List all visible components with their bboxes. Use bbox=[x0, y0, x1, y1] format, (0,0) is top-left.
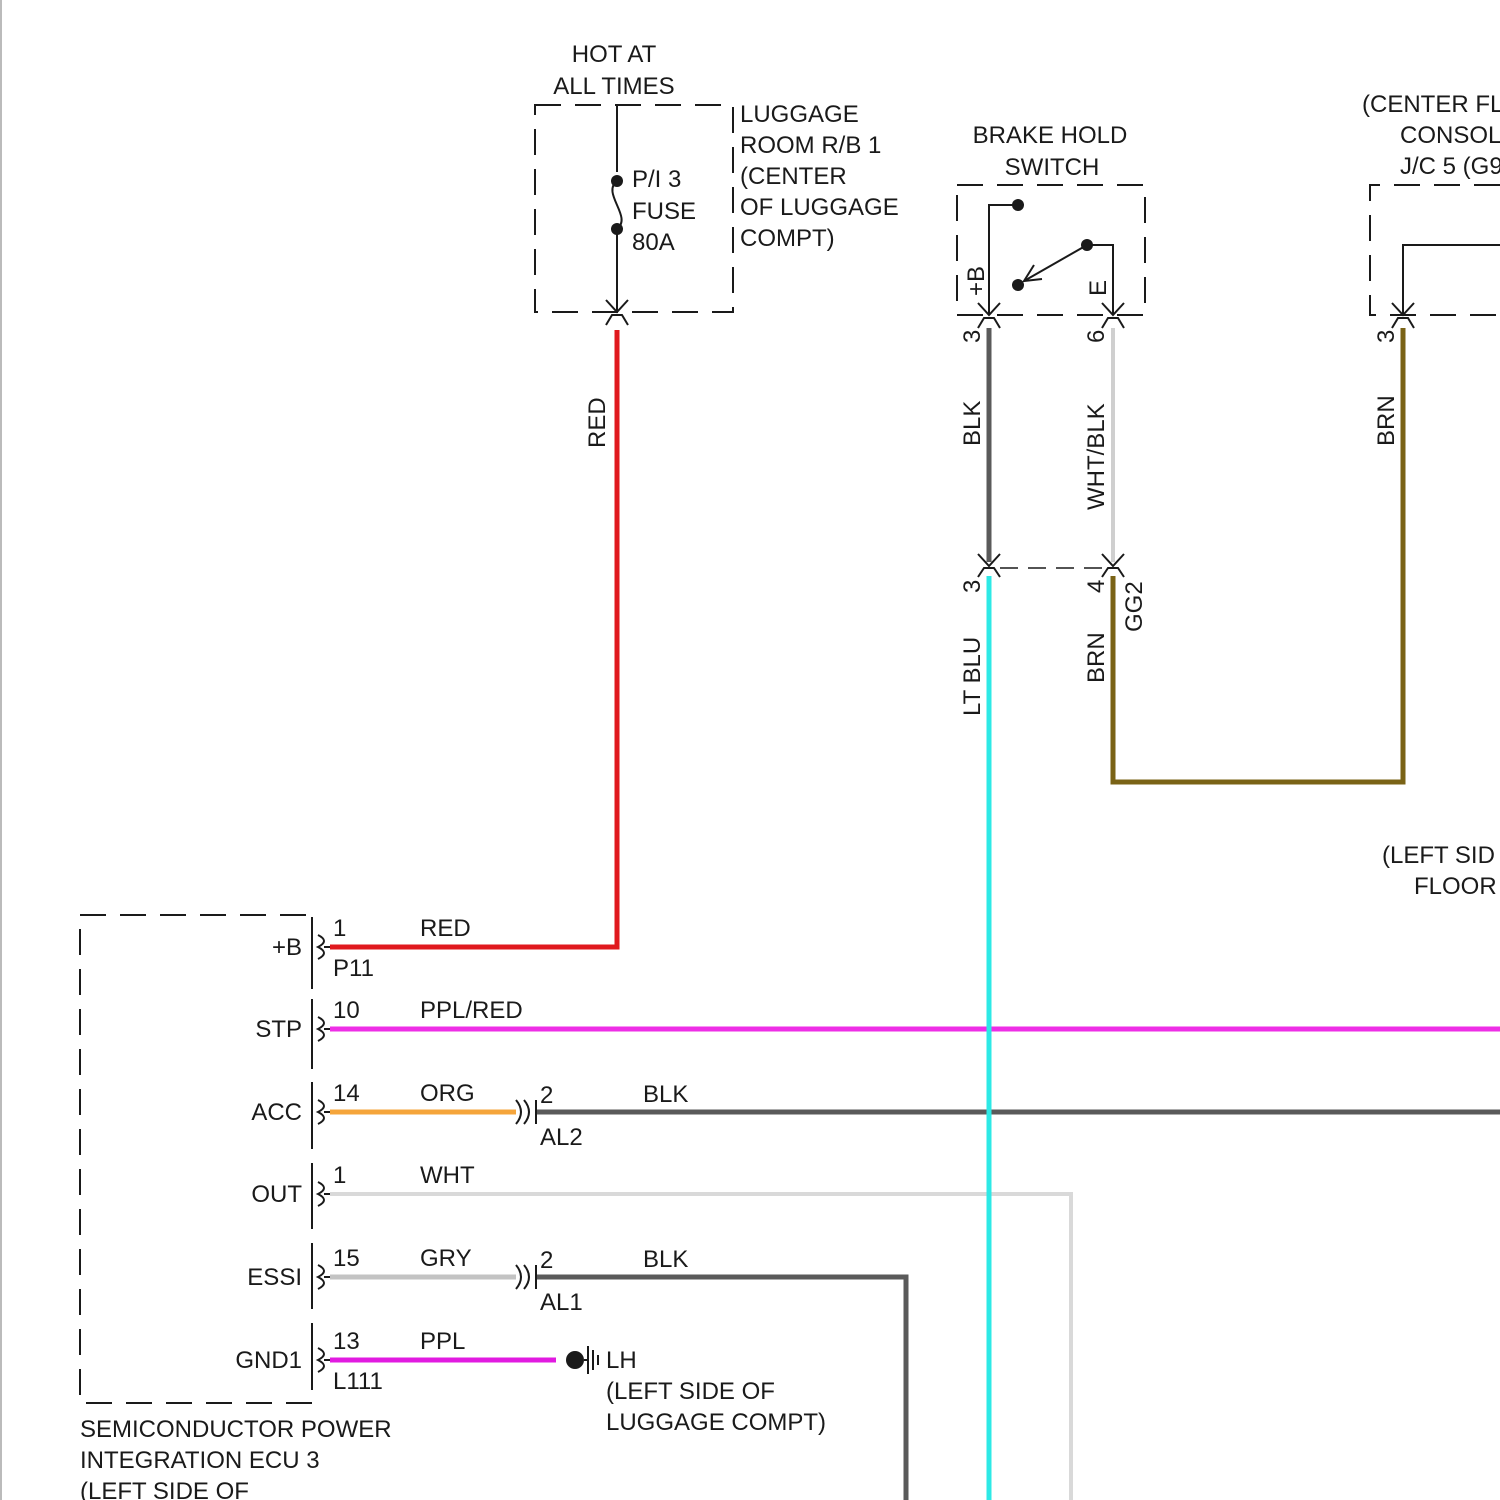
ecu-pin-terminal bbox=[318, 1348, 330, 1372]
ecu-wire-color-label: GRY bbox=[420, 1245, 472, 1272]
jc5-wire-color: BRN bbox=[1373, 395, 1400, 446]
ecu-pin-number: 13 bbox=[333, 1328, 360, 1355]
ecu-pin-terminal bbox=[318, 1182, 330, 1206]
hot-at-all-times-label-1: HOT AT bbox=[572, 41, 657, 68]
brake-switch-wire6-color: WHT/BLK bbox=[1083, 403, 1110, 510]
ecu-pin-name: +B bbox=[272, 934, 302, 961]
fuse-wire-color-label: RED bbox=[584, 397, 611, 448]
brake-hold-switch-title-1: BRAKE HOLD bbox=[973, 122, 1128, 149]
ecu-connector-l111: L111 bbox=[333, 1368, 383, 1395]
hot-at-all-times-label-2: ALL TIMES bbox=[553, 73, 674, 100]
ground-location-1: (LEFT SIDE OF bbox=[606, 1378, 775, 1405]
ground-icon bbox=[584, 1346, 598, 1374]
ecu-pin-number: 1 bbox=[333, 915, 346, 942]
right-location-label-1: (LEFT SID bbox=[1382, 842, 1495, 869]
ecu-name-3: (LEFT SIDE OF bbox=[80, 1478, 249, 1500]
jc5-label-3: J/C 5 (G9 bbox=[1400, 153, 1500, 180]
jc5-box bbox=[1370, 185, 1500, 315]
brake-hold-switch-title-2: SWITCH bbox=[1005, 154, 1100, 181]
al1-connector-name: AL1 bbox=[540, 1289, 583, 1316]
ground-point bbox=[566, 1351, 584, 1369]
fuse-location-label-4: OF LUGGAGE bbox=[740, 194, 899, 221]
al2-connector-icon bbox=[516, 1100, 536, 1124]
wire-brn-gg2-to-jc5 bbox=[1113, 328, 1403, 782]
fuse-name-label-3: 80A bbox=[632, 229, 675, 256]
ecu-pin-terminal bbox=[318, 935, 330, 959]
al1-connector-icon bbox=[516, 1265, 536, 1289]
ecu-pin-number: 10 bbox=[333, 997, 360, 1024]
switch-arm-icon bbox=[1024, 245, 1087, 281]
brake-switch-pin6-number: 6 bbox=[1083, 330, 1110, 343]
fuse-name-label-2: FUSE bbox=[632, 198, 696, 225]
fuse-icon bbox=[612, 181, 621, 229]
gg2-pin3-number: 3 bbox=[959, 580, 986, 593]
jc5-label-2: CONSOL bbox=[1400, 122, 1500, 149]
brake-switch-pin3-number: 3 bbox=[959, 330, 986, 343]
ecu-wire-color-label: RED bbox=[420, 915, 471, 942]
gg2-wire3-color: LT BLU bbox=[959, 637, 986, 716]
ecu-pin-name: ESSI bbox=[247, 1264, 302, 1291]
brake-switch-e-label: E bbox=[1085, 280, 1112, 296]
brake-switch-plus-b-label: +B bbox=[963, 266, 990, 296]
fuse-location-label-1: LUGGAGE bbox=[740, 101, 859, 128]
ecu-pin-terminal bbox=[318, 1100, 330, 1124]
al1-wire-color: BLK bbox=[643, 1246, 688, 1273]
ecu-name-2: INTEGRATION ECU 3 bbox=[80, 1447, 320, 1474]
ecu-name-1: SEMICONDUCTOR POWER bbox=[80, 1416, 392, 1443]
switch-contact-top bbox=[1012, 199, 1024, 211]
wire-red-fuse-to-ecu bbox=[330, 330, 617, 947]
ground-location-2: LUGGAGE COMPT) bbox=[606, 1409, 826, 1436]
al2-connector-name: AL2 bbox=[540, 1124, 583, 1151]
ecu-pin-number: 1 bbox=[333, 1162, 346, 1189]
gg2-wire4-color: BRN bbox=[1083, 632, 1110, 683]
al1-pin-number: 2 bbox=[540, 1247, 553, 1274]
fuse-location-label-5: COMPT) bbox=[740, 225, 835, 252]
brake-switch-wire3-color: BLK bbox=[959, 401, 986, 446]
ecu-pin-number: 15 bbox=[333, 1245, 360, 1272]
right-location-label-2: FLOOR bbox=[1414, 873, 1497, 900]
semiconductor-power-ecu-box bbox=[80, 915, 312, 1403]
al2-wire-color: BLK bbox=[643, 1081, 688, 1108]
ecu-pin-number: 14 bbox=[333, 1080, 360, 1107]
ecu-pin-name: ACC bbox=[251, 1099, 302, 1126]
ecu-wire-color-label: WHT bbox=[420, 1162, 475, 1189]
ecu-wire-color-label: ORG bbox=[420, 1080, 475, 1107]
fuse-location-label-2: ROOM R/B 1 bbox=[740, 132, 881, 159]
ecu-pin-name: GND1 bbox=[235, 1347, 302, 1374]
ecu-wire-color-label: PPL bbox=[420, 1328, 465, 1355]
ecu-pin-name: OUT bbox=[251, 1181, 302, 1208]
ecu-connector-p11: P11 bbox=[333, 955, 374, 982]
ecu-wire-color-label: PPL/RED bbox=[420, 997, 523, 1024]
al2-pin-number: 2 bbox=[540, 1082, 553, 1109]
fuse-location-label-3: (CENTER bbox=[740, 163, 847, 190]
ecu-pin-name: STP bbox=[255, 1016, 302, 1043]
ecu-pin-terminal bbox=[318, 1265, 330, 1289]
ecu-pin-terminal bbox=[318, 1017, 330, 1041]
jc5-pin3-number: 3 bbox=[1373, 330, 1400, 343]
ground-name: LH bbox=[606, 1347, 637, 1374]
switch-contact-left bbox=[1012, 279, 1024, 291]
gg2-connector-name: GG2 bbox=[1121, 581, 1148, 632]
gg2-pin4-number: 4 bbox=[1083, 580, 1110, 593]
fuse-name-label-1: P/I 3 bbox=[632, 166, 681, 193]
jc5-label-1: (CENTER FL bbox=[1362, 91, 1500, 118]
